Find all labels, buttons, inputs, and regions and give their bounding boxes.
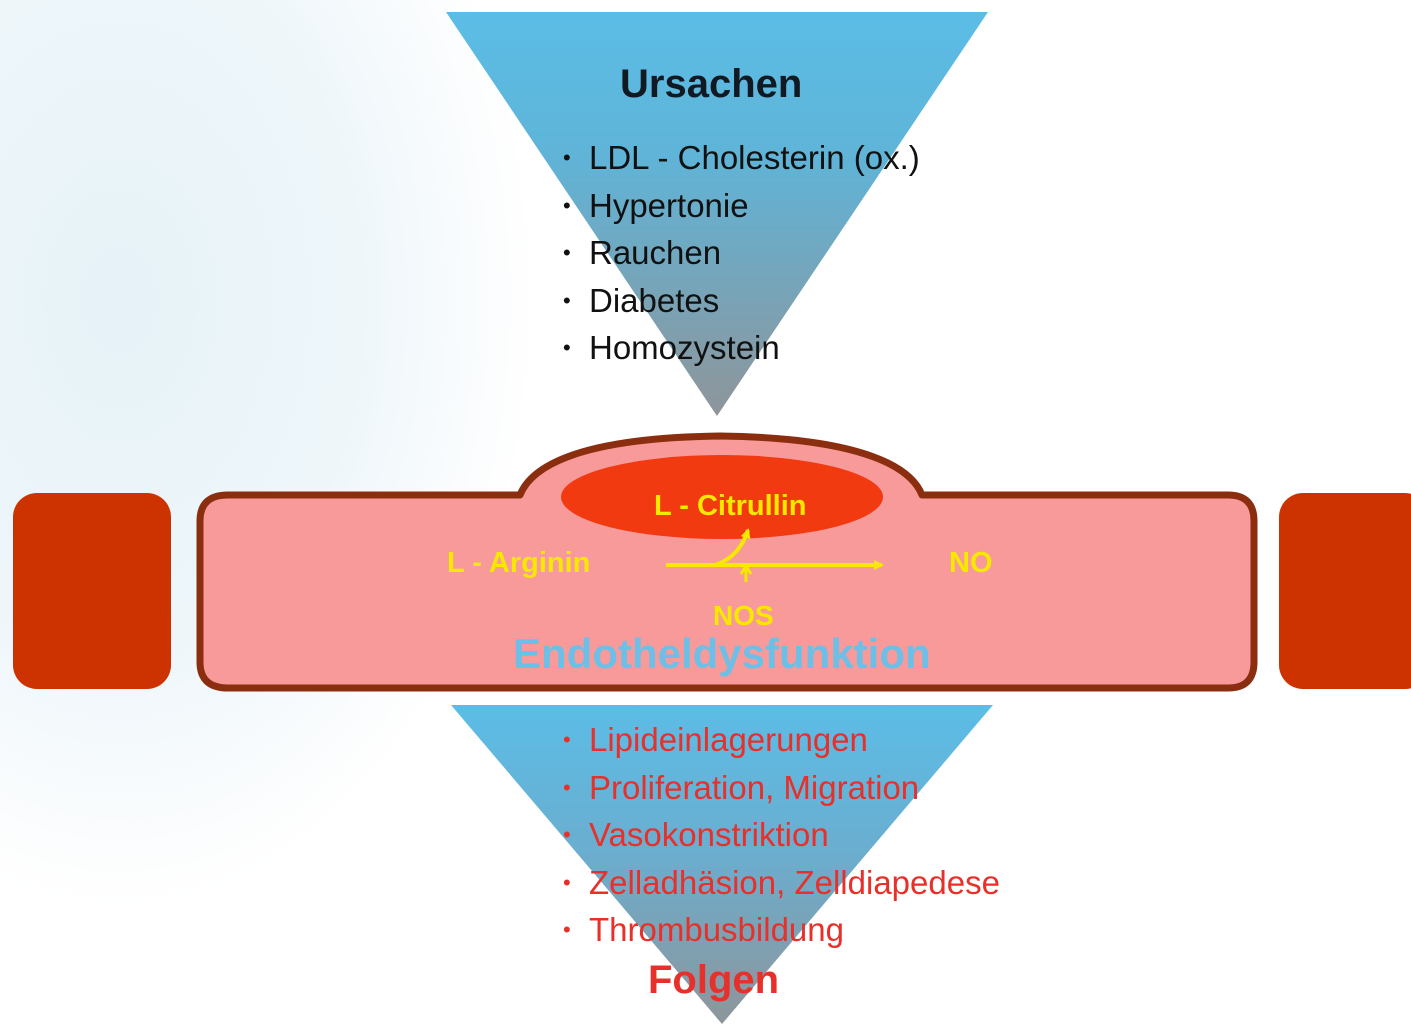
effect-item: Zelladhäsion, Zelldiapedese [563,859,1000,907]
nos-enzyme-arrow [739,563,753,582]
nos-label: NOS [713,600,774,631]
right-endothelial-cell [1279,493,1411,689]
effect-item: Proliferation, Migration [563,764,1000,812]
effect-item: Vasokonstriktion [563,811,1000,859]
causes-title: Ursachen [620,62,803,106]
causes-list: LDL - Cholesterin (ox.) Hypertonie Rauch… [563,134,920,372]
endothel-dysfunction-label: Endotheldysfunktion [513,630,931,677]
central-endothelial-cell [196,432,1258,692]
left-endothelial-cell [13,493,171,689]
cause-item: Diabetes [563,277,920,325]
plaque-ellipse [561,455,883,539]
effects-title: Folgen [648,958,780,1002]
effects-list: Lipideinlagerungen Proliferation, Migrat… [563,716,1000,954]
cause-item: Homozystein [563,324,920,372]
citrullin-branch-arrow [715,528,751,567]
effect-item: Thrombusbildung [563,906,1000,954]
effect-item: Lipideinlagerungen [563,716,1000,764]
cause-item: LDL - Cholesterin (ox.) [563,134,920,182]
l-citrullin-label: L - Citrullin [654,490,807,522]
cause-item: Rauchen [563,229,920,277]
no-label: NO [949,547,993,579]
cause-item: Hypertonie [563,182,920,230]
l-arginin-label: L - Arginin [447,547,591,579]
